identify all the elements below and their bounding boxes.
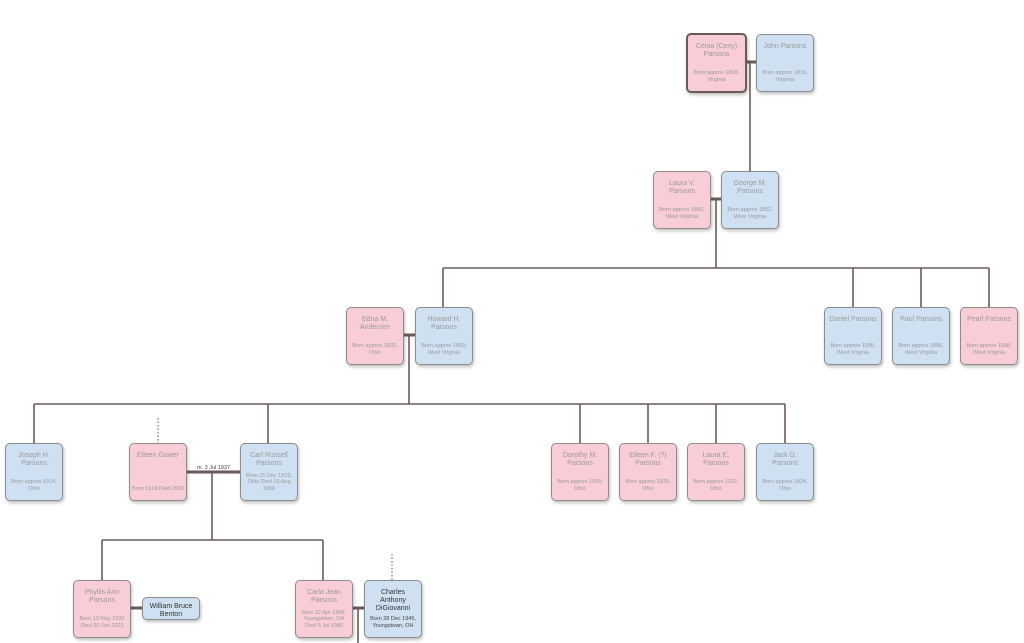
person-card-dorothy-m-parsons[interactable]: Dorothy M. Parsons Born approx 1918, Ohi… [551,443,609,501]
person-card-cenia-parsons[interactable]: Cenia (Ceny) Parsons Born approx 1818, V… [686,33,747,93]
person-dates: Born 1919 Died 2000 [132,485,184,492]
person-dates: Born 28 Dec 1945, Youngstown, OH [370,616,416,629]
person-card-eileen-f-parsons[interactable]: Eileen F. (?) Parsons Born approx 1920, … [619,443,677,501]
person-card-paul-parsons[interactable]: Paul Parsons Born approx 1896, West Virg… [892,307,950,365]
person-card-daniel-parsons[interactable]: Daniel Parsons Born approx 1895, West Vi… [824,307,882,365]
person-name: Charles Anthony DiGiovanni [375,589,411,612]
person-card-laura-v-parsons[interactable]: Laura V. Parsons Born approx 1860, West … [653,171,711,229]
person-card-jack-d-parsons[interactable]: Jack D. Parsons Born approx 1924, Ohio [756,443,814,501]
person-name: Cenia (Ceny) Parsons [695,43,738,58]
person-dates: Born approx 1860, West Virginia [659,207,705,220]
person-name: John Parsons [763,43,807,50]
person-dates: Born approx 1922, Ohio [693,479,739,492]
person-name: Dorothy M. Parsons [562,452,598,467]
person-name: Laura V. Parsons [669,180,695,195]
person-card-eileen-gower[interactable]: Eileen Gower Born 1919 Died 2000 [129,443,187,501]
person-name: Phyllis Ann Parsons [84,589,120,604]
person-name: Joseph H. Parsons [18,452,50,467]
person-card-carl-russell-parsons[interactable]: Carl Russell Parsons Born 15 Dec 1915, O… [240,443,298,501]
person-dates: Born approx 1895, West Virginia [830,343,876,356]
person-name: William Bruce Benton [149,603,193,618]
person-dates: Born 22 Apr 1946, Youngstown, OH Died 5 … [301,609,347,629]
marriage-label: m. 3 Jul 1937 [197,465,231,471]
person-name: Howard H. Parsons [427,316,461,331]
person-name: Jack D. Parsons [772,452,798,467]
person-card-edna-m-andersen[interactable]: Edna M. Andersen Born approx 1892, Ohio [346,307,404,365]
person-card-joseph-h-parsons[interactable]: Joseph H. Parsons Born approx 1914, Ohio [5,443,63,501]
person-name: Edna M. Andersen [360,316,390,331]
person-name: George M. Parsons [733,180,767,195]
person-card-charles-anthony-digiovanni[interactable]: Charles Anthony DiGiovanni Born 28 Dec 1… [364,580,422,638]
person-dates: Born approx 1918, Ohio [557,479,603,492]
person-dates: Born approx 1852, West Virginia [727,207,773,220]
person-dates: Born approx 1893, West Virginia [421,343,467,356]
person-name: Carla Jean Parsons [307,589,341,604]
person-dates: Born approx 1898, West Virginia [966,343,1012,356]
person-dates: Born approx 1924, Ohio [762,479,808,492]
person-dates: Born approx 1896, West Virginia [898,343,944,356]
person-dates: Born 15 Dec 1915, Ohio Died 15 Aug 1986 [246,472,292,492]
person-card-phyllis-ann-parsons[interactable]: Phyllis Ann Parsons Born 12 May 1939 Die… [73,580,131,638]
person-card-carla-jean-parsons[interactable]: Carla Jean Parsons Born 22 Apr 1946, You… [295,580,353,638]
person-name: Laura E. Parsons [702,452,730,467]
person-card-pearl-parsons[interactable]: Pearl Parsons Born approx 1898, West Vir… [960,307,1018,365]
person-name: Paul Parsons [900,316,942,323]
person-name: Carl Russell Parsons [250,452,288,467]
person-dates: Born approx 1920, Ohio [625,479,671,492]
person-card-laura-e-parsons[interactable]: Laura E. Parsons Born approx 1922, Ohio [687,443,745,501]
person-dates: Born 12 May 1939 Died 20 Jun 2023 [79,616,125,629]
person-card-john-parsons[interactable]: John Parsons Born approx 1816, Virginia [756,34,814,92]
person-card-william-bruce-benton[interactable]: William Bruce Benton [142,597,200,620]
person-name: Daniel Parsons [829,316,877,323]
person-name: Pearl Parsons [967,316,1011,323]
person-card-howard-h-parsons[interactable]: Howard H. Parsons Born approx 1893, West… [415,307,473,365]
person-dates: Born approx 1816, Virginia [762,70,808,83]
person-name: Eileen F. (?) Parsons [629,452,667,467]
person-dates: Born approx 1914, Ohio [11,479,57,492]
person-dates: Born approx 1892, Ohio [352,343,398,356]
person-card-george-m-parsons[interactable]: George M. Parsons Born approx 1852, West… [721,171,779,229]
person-dates: Born approx 1818, Virginia [693,70,740,83]
person-name: Eileen Gower [136,452,180,459]
